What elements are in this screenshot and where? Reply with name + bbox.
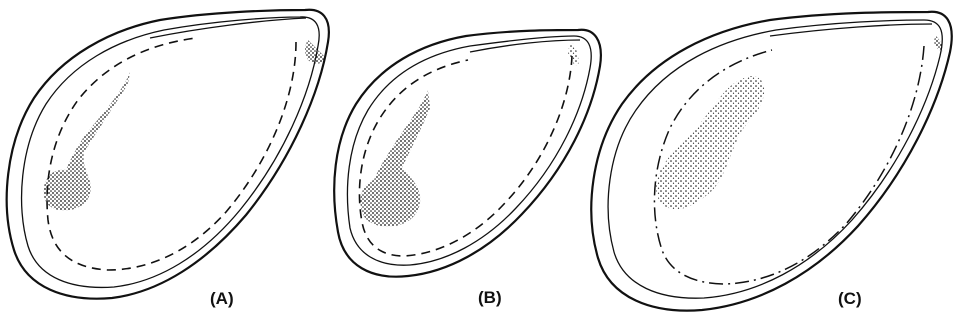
shell-a-outline — [7, 10, 329, 299]
shell-b-adductor-scar — [361, 90, 431, 226]
shell-b — [334, 30, 601, 277]
shell-b-hinge-ridge — [470, 40, 580, 52]
shell-c — [591, 12, 951, 311]
shell-c-inner-margin — [608, 20, 942, 298]
shell-c-hinge-ridge — [770, 24, 932, 36]
shell-c-umbo-scar — [934, 36, 943, 52]
shell-a — [7, 10, 329, 299]
label-a: (A) — [210, 289, 234, 308]
shell-b-umbo-scar — [568, 42, 579, 66]
shell-b-inner-margin — [347, 36, 591, 265]
shell-b-outline — [334, 30, 601, 277]
label-b: (B) — [478, 288, 502, 307]
shell-a-umbo-scar — [305, 40, 326, 64]
label-c: (C) — [838, 289, 862, 308]
shell-c-outline — [591, 12, 951, 311]
shell-a-inner-margin — [22, 17, 320, 288]
shell-c-adductor-scar — [656, 76, 764, 209]
shell-a-pallial-line — [47, 38, 296, 270]
